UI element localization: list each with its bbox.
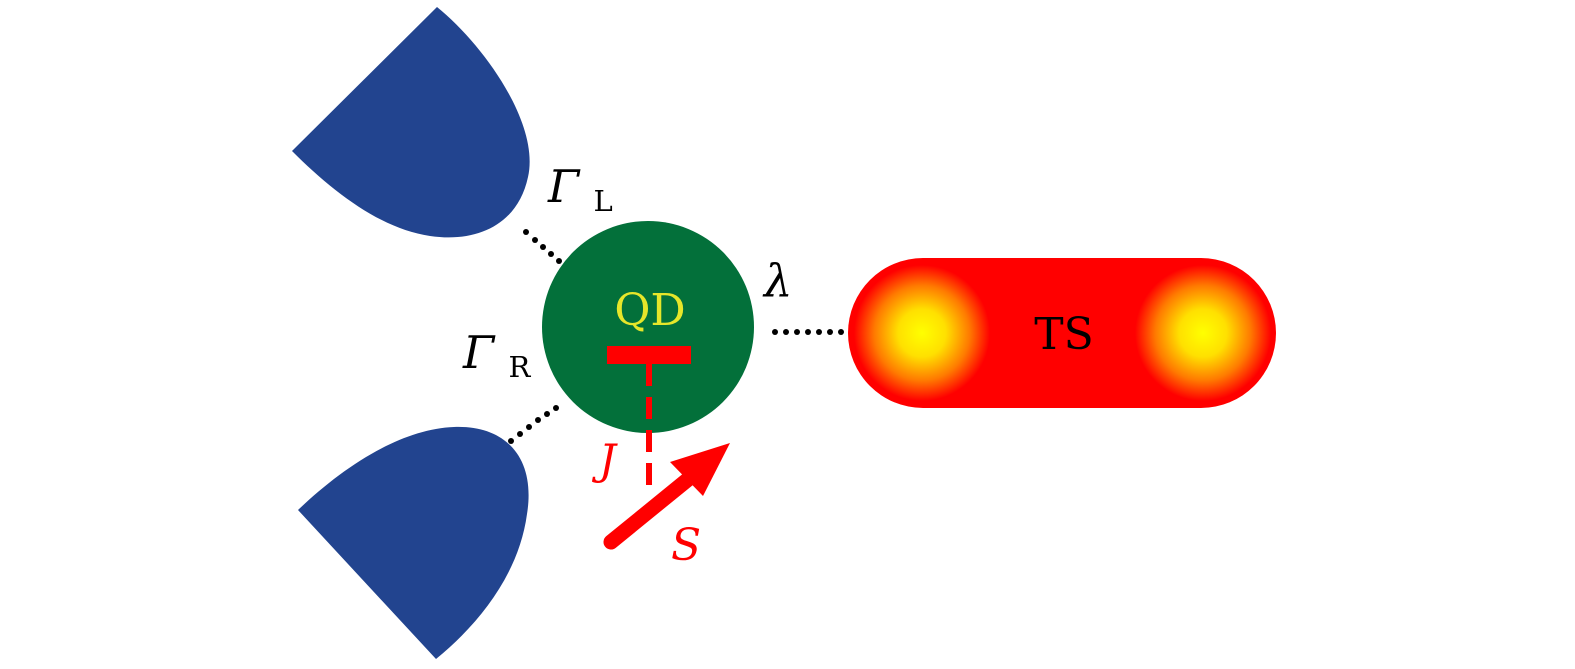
topological-superconductor xyxy=(848,258,1276,408)
spin-arrow-head xyxy=(670,443,730,496)
diagram-labels: Γ L Γ R λ QD TS J S xyxy=(462,160,1094,571)
gamma-right-label: Γ R xyxy=(462,326,532,384)
ts-label: TS xyxy=(1034,309,1094,360)
coupling-dots-right xyxy=(772,329,844,335)
coupling-dots-left xyxy=(508,229,570,444)
lambda-label: λ xyxy=(762,254,793,307)
quantum-dot-label: QD xyxy=(614,285,685,336)
dot-level-bar xyxy=(607,346,691,364)
gamma-left-label: Γ L xyxy=(547,160,613,218)
quantum-dot xyxy=(542,221,754,433)
exchange-coupling-label: J xyxy=(591,435,618,484)
upper-lead-shape xyxy=(292,7,530,238)
spin-arrow-shaft xyxy=(603,464,705,550)
right-majorana-glow xyxy=(1135,265,1271,401)
spin-coupling xyxy=(603,346,730,550)
left-majorana-glow xyxy=(854,265,990,401)
lower-lead-shape xyxy=(298,426,529,659)
spin-label: S xyxy=(671,520,701,571)
